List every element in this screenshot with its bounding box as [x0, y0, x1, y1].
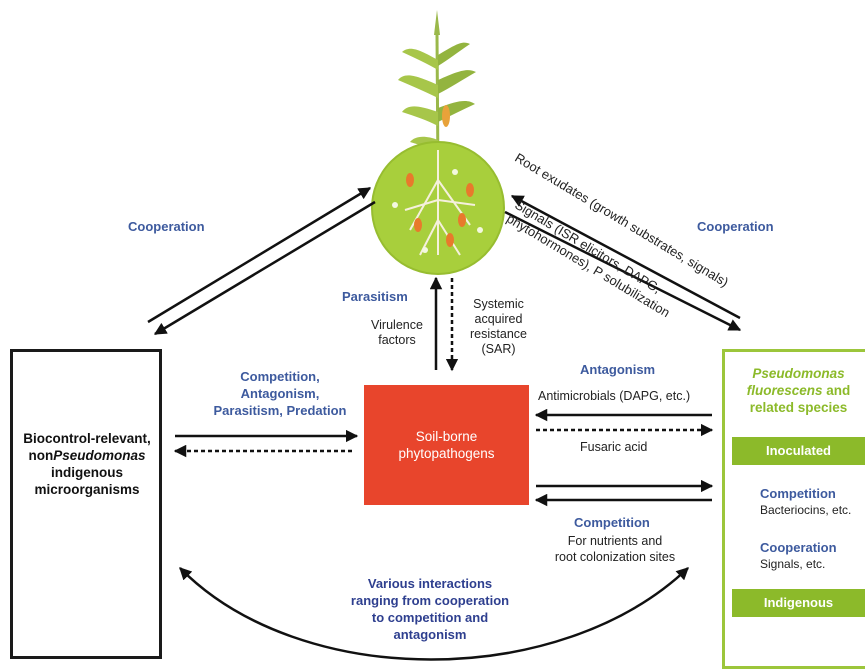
phytopathogen-box [364, 385, 529, 505]
cooperation-left-label: Cooperation [128, 219, 205, 234]
non-pseudomonas-box [10, 349, 162, 659]
pf-signals-label: Signals, etc. [760, 557, 826, 571]
virulence-label: Virulence factors [371, 318, 423, 347]
antagonism-label: Antagonism [580, 362, 656, 377]
parasitism-label: Parasitism [342, 289, 408, 304]
pseudomonas-title: Pseudomonas fluorescens and related spec… [746, 366, 851, 415]
cooperation-right-label: Cooperation [697, 219, 774, 234]
nutrients-label: For nutrients and root colonization site… [554, 534, 676, 564]
phytopathogen-label: Soil-borne phytopathogens [398, 429, 495, 461]
various-interactions-label: Various interactions ranging from cooper… [350, 576, 510, 642]
indigenous-bar: Indigenous [732, 589, 865, 617]
inoculated-bar: Inoculated [732, 437, 865, 465]
competition-left-label: Competition, Antagonism, Parasitism, Pre… [213, 369, 347, 418]
pf-bacteriocins-label: Bacteriocins, etc. [760, 503, 852, 517]
competition-mid-label: Competition [574, 515, 650, 530]
antimicrobials-label: Antimicrobials (DAPG, etc.) [538, 389, 691, 403]
pf-competition-label: Competition [760, 486, 836, 501]
rhizosphere-icon [371, 141, 505, 275]
sar-label: Systemic acquired resistance (SAR) [470, 297, 527, 356]
fusaric-acid-label: Fusaric acid [580, 440, 648, 454]
plant-icon [398, 10, 476, 176]
pf-cooperation-label: Cooperation [760, 540, 837, 555]
non-pseudomonas-label: Biocontrol-relevant, nonPseudomonas indi… [23, 431, 151, 497]
